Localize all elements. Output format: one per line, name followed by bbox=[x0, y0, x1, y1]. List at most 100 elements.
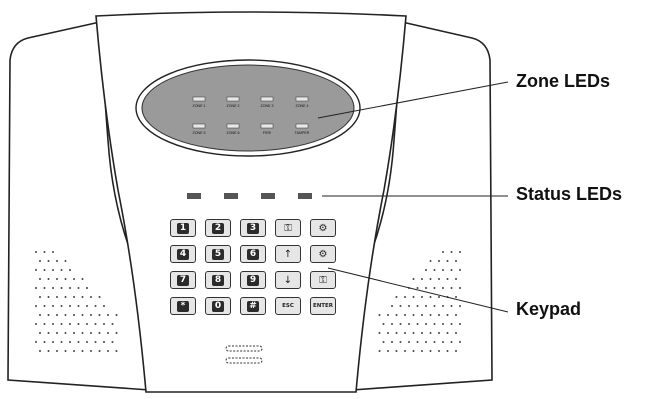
grille-hole bbox=[69, 305, 71, 307]
grille-hole bbox=[429, 260, 432, 262]
status-led bbox=[298, 193, 312, 199]
grille-hole bbox=[73, 332, 75, 334]
down-arrow-key[interactable]: ↓ bbox=[275, 271, 301, 289]
key-label: * bbox=[177, 300, 189, 312]
grille-hole bbox=[425, 341, 427, 343]
digit-key[interactable]: 9 bbox=[240, 271, 266, 289]
grille-hole bbox=[43, 341, 46, 343]
grille-hole bbox=[90, 332, 92, 334]
esc-key-label: ESC bbox=[282, 303, 294, 309]
grille-hole bbox=[450, 269, 453, 271]
up-arrow-key[interactable]: ↑ bbox=[275, 245, 301, 263]
digit-key[interactable]: 8 bbox=[205, 271, 231, 289]
grille-hole bbox=[425, 323, 427, 325]
grille-hole bbox=[429, 332, 432, 334]
grille-hole bbox=[56, 332, 58, 334]
grille-hole bbox=[438, 350, 440, 352]
digit-key[interactable]: * bbox=[170, 297, 196, 315]
grille-hole bbox=[115, 314, 118, 316]
digit-key[interactable]: 1 bbox=[170, 219, 196, 237]
unlock-key[interactable]: ⚿ bbox=[310, 271, 336, 289]
digit-key[interactable]: 6 bbox=[240, 245, 266, 263]
key-label: 8 bbox=[212, 274, 224, 286]
grille-hole bbox=[77, 287, 80, 289]
digit-key[interactable]: # bbox=[240, 297, 266, 315]
enter-key-label: ENTER bbox=[312, 303, 334, 309]
zone-led bbox=[295, 123, 309, 129]
grille-hole bbox=[115, 332, 118, 334]
grille-hole bbox=[115, 350, 118, 352]
digit-key[interactable]: 5 bbox=[205, 245, 231, 263]
grille-hole bbox=[425, 287, 427, 289]
zone-led bbox=[226, 123, 240, 129]
grille-hole bbox=[73, 350, 75, 352]
grille-hole bbox=[98, 296, 101, 298]
grille-hole bbox=[64, 296, 67, 298]
grille-hole bbox=[421, 296, 423, 298]
grille-hole bbox=[459, 341, 461, 343]
grille-hole bbox=[77, 323, 80, 325]
grille-hole bbox=[60, 287, 63, 289]
digit-key[interactable]: 2 bbox=[205, 219, 231, 237]
digit-key[interactable]: 3 bbox=[240, 219, 266, 237]
grille-hole bbox=[43, 269, 46, 271]
grille-hole bbox=[438, 296, 440, 298]
grille-hole bbox=[86, 287, 88, 289]
grille-hole bbox=[455, 278, 457, 280]
grille-hole bbox=[73, 314, 75, 316]
grille-hole bbox=[455, 296, 457, 298]
grille-hole bbox=[60, 341, 63, 343]
grille-hole bbox=[69, 287, 71, 289]
grille-hole bbox=[442, 305, 444, 307]
key-label: 6 bbox=[247, 248, 259, 260]
grille-hole bbox=[47, 314, 50, 316]
status-led bbox=[187, 193, 201, 199]
zone-led-label: FIRE bbox=[263, 131, 272, 135]
grille-hole bbox=[378, 332, 381, 334]
grille-hole bbox=[404, 332, 406, 334]
enter-key[interactable]: ENTER bbox=[310, 297, 336, 315]
key-label: 7 bbox=[177, 274, 189, 286]
grille-hole bbox=[395, 296, 398, 298]
gear-key[interactable]: ⚙ bbox=[310, 245, 336, 263]
grille-hole bbox=[64, 260, 67, 262]
grille-hole bbox=[446, 260, 449, 262]
grille-hole bbox=[455, 260, 457, 262]
grille-hole bbox=[382, 323, 385, 325]
grille-hole bbox=[412, 296, 415, 298]
grille-hole bbox=[103, 323, 105, 325]
grille-hole bbox=[52, 341, 54, 343]
grille-hole bbox=[387, 350, 389, 352]
grille-hole bbox=[438, 332, 440, 334]
grille-hole bbox=[35, 305, 37, 307]
grille-hole bbox=[64, 350, 67, 352]
grille-hole bbox=[429, 296, 432, 298]
grille-hole bbox=[429, 350, 432, 352]
grille-hole bbox=[107, 350, 109, 352]
grille-hole bbox=[404, 314, 406, 316]
grille-hole bbox=[35, 323, 37, 325]
grille-hole bbox=[90, 350, 92, 352]
grille-hole bbox=[404, 350, 406, 352]
grille-hole bbox=[43, 323, 46, 325]
grille-hole bbox=[421, 332, 423, 334]
zone-led-label: TAMPER bbox=[295, 131, 310, 135]
esc-key[interactable]: ESC bbox=[275, 297, 301, 315]
grille-hole bbox=[73, 278, 75, 280]
grille-hole bbox=[43, 287, 46, 289]
grille-hole bbox=[47, 296, 50, 298]
grille-hole bbox=[421, 278, 423, 280]
digit-key[interactable]: 7 bbox=[170, 271, 196, 289]
key-key[interactable]: ⚿ bbox=[275, 219, 301, 237]
grille-hole bbox=[387, 332, 389, 334]
grille-hole bbox=[98, 332, 101, 334]
grille-hole bbox=[43, 251, 46, 253]
digit-key[interactable]: 0 bbox=[205, 297, 231, 315]
zone-led-label: ZONE 1 bbox=[193, 104, 206, 108]
grille-hole bbox=[94, 341, 97, 343]
grille-hole bbox=[459, 287, 461, 289]
grille-hole bbox=[429, 278, 432, 280]
grille-hole bbox=[450, 251, 453, 253]
gear-key[interactable]: ⚙ bbox=[310, 219, 336, 237]
digit-key[interactable]: 4 bbox=[170, 245, 196, 263]
